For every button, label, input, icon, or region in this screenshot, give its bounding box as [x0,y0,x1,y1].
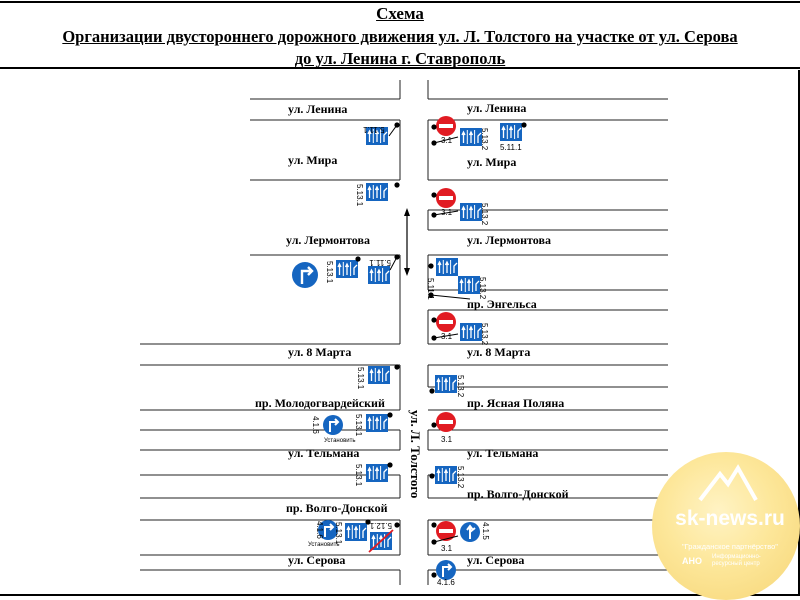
scheme-subtitle-line2: до ул. Ленина г. Ставрополь [294,49,506,68]
sign-code: 5.11.1 [369,258,391,267]
sign-code: 3.1 [441,544,453,553]
lane-sign-icon: 5.13.1 [354,462,393,487]
street-serova-right: ул. Серова [467,553,524,567]
street-telmana-left: ул. Тельмана [288,446,359,460]
lane-sign-icon: 5.13.1 [355,182,400,207]
header: Схема Организации двустороннего дорожног… [0,0,800,70]
street-8marta-left: ул. 8 Марта [288,345,351,359]
sign-code: 5.11.1 [500,143,522,152]
watermark-badge [652,452,800,600]
sign-code: 5.12.1 [369,521,392,530]
lane-sign-icon: 5.13.2 [429,465,465,489]
street-yasnaya-polyana-right: пр. Ясная Поляна [467,396,564,410]
sign-code: 4.1.6 [311,416,320,434]
sign-code: 5.13.2 [480,323,489,346]
sign-code: 3.1 [441,435,453,444]
watermark-name: sk-news.ru [675,507,785,530]
mountain-icon [698,464,758,502]
street-mira-right: ул. Мира [467,155,516,169]
street-lenina-left: ул. Ленина [288,102,347,116]
install-note: Установить [308,542,340,548]
round-right-icon [292,262,318,288]
sign-code: 5.13.2 [456,375,465,398]
removed-sign-icon: 5.12.1 [368,521,400,553]
sign-code: 4.1.5 [481,522,490,540]
round-right-icon: 4.1.6 Установить [308,520,340,548]
scheme-title: Схема [376,4,424,23]
sign-code: 5.13.1 [325,261,334,284]
round-right-icon: 4.1.6 Установить [311,415,356,444]
sign-code: 5.13.1 [354,414,363,437]
lane-sign-icon: 5.11.1 [367,254,400,285]
no-entry-icon: 3.1 [431,312,459,341]
lane-sign-icon: 5.11.1 [426,257,471,300]
street-mira-left: ул. Мира [288,153,337,167]
road-scheme: ул. Л. Толстого [0,70,800,596]
street-serova-left: ул. Серова [288,553,345,567]
watermark-org-desc: Информационно-ресурсный центр [712,554,761,567]
street-volgodonskoy-right: пр. Волго-Донской [467,487,569,501]
no-entry-icon: 3.1 [431,521,459,553]
lane-sign-icon: 5.13.2 [457,275,487,300]
sign-code: 5.13.2 [480,203,489,226]
sign-code: 3.1 [441,136,453,145]
lane-sign-icon: 5.13.1 [356,364,400,390]
sign-code: 3.1 [441,208,453,217]
watermark-subtitle: "Гражданское партнёрство" [682,542,778,551]
lane-sign-icon: 5.13.2 [459,322,489,346]
street-telmana-right: ул. Тельмана [467,446,538,460]
scheme-subtitle-line1: Организации двустороннего дорожного движ… [62,27,738,46]
sign-code: 4.1.6 [315,521,324,539]
watermark: sk-news.ru "Гражданское партнёрство" АНО… [652,452,800,600]
lane-sign-icon: 5.13.2 [459,202,489,226]
sign-code: 3.1 [441,332,453,341]
watermark-org: АНО [682,556,702,566]
main-street-label: ул. Л. Толстого [408,410,423,498]
sign-code: 5.11.1 [362,125,384,134]
sign-code: 5.13.1 [355,184,364,207]
header-divider [0,67,800,69]
two-way-arrow [404,208,410,276]
lane-sign-icon: 5.13.1 [354,412,393,437]
lane-sign-icon: 5.13.2 [429,374,465,398]
lane-sign-icon: 5.11.1 [499,122,527,152]
sign-code: 5.13.1 [354,464,363,487]
street-molodogvardeysky-left: пр. Молодогвардейский [255,396,385,410]
install-note: Установить [324,438,356,444]
street-lermontova-left: ул. Лермонтова [286,233,370,247]
no-entry-icon: 3.1 [431,412,456,444]
round-right-icon: 4.1.6 [431,560,456,587]
street-lenina-right: ул. Ленина [467,101,526,115]
sign-code: 4.1.6 [437,578,455,587]
street-engelsa-right: пр. Энгельса [467,297,537,311]
sign-code: 5.13.1 [334,522,343,545]
sign-code: 5.13.2 [478,277,487,300]
no-entry-icon: 3.1 [431,116,459,146]
lane-sign-icon: 5.13.2 [459,127,489,151]
lane-sign-icon: 5.13.1 [334,519,371,545]
left-streets-lines [140,98,400,571]
right-streets-lines [428,98,668,571]
sign-code: 5.13.2 [480,128,489,151]
street-8marta-right: ул. 8 Марта [467,345,530,359]
street-lermontova-right: ул. Лермонтова [467,233,551,247]
no-entry-icon: 3.1 [431,188,459,218]
sign-code: 5.13.2 [456,466,465,489]
street-volgodonskoy-left: пр. Волго-Донской [286,501,388,515]
top-border [0,1,800,3]
lane-sign-icon: 5.11.1 [362,122,400,146]
lane-sign-icon: 5.13.1 [325,256,361,284]
round-forward-icon: 4.1.5 [460,522,490,542]
sign-code: 5.13.1 [356,367,365,390]
sign-code: 5.11.1 [426,278,435,300]
main-road [399,80,429,585]
